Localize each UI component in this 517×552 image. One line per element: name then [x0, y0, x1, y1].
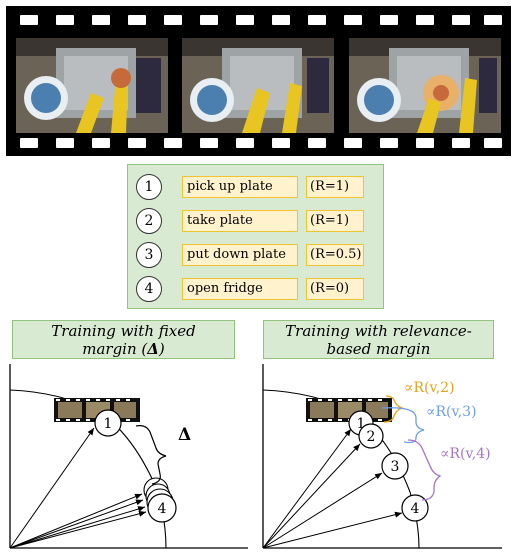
film-hole	[164, 15, 182, 25]
action-number: 2	[136, 208, 162, 234]
node-4-label: 4	[158, 501, 167, 517]
film-hole	[92, 15, 110, 25]
film-hole	[164, 138, 182, 148]
film-hole	[272, 138, 290, 148]
delta-label: Δ	[178, 425, 191, 445]
arrow-to-1	[9, 427, 95, 549]
arrow-to-2	[262, 443, 361, 549]
node-3-label: 3	[391, 459, 400, 475]
node-1-circle	[94, 409, 122, 437]
film-hole	[452, 138, 470, 148]
film-hole	[56, 15, 74, 25]
relevance-label: (R=1)	[306, 176, 364, 198]
film-hole	[20, 15, 38, 25]
video-frame-3	[349, 38, 501, 133]
right-embedding-diagram: 1 2 3 4 ∝R(v,2) ∝R(v,3) ∝R(v,4)	[262, 364, 502, 549]
right-title-line2: based margin	[326, 340, 431, 358]
relevance-label: (R=0.5)	[306, 244, 364, 266]
node-3-circle	[381, 452, 409, 480]
film-hole	[272, 15, 290, 25]
arrow-to-4c	[9, 506, 146, 549]
film-hole	[308, 15, 326, 25]
video-filmstrip	[6, 6, 511, 156]
film-hole	[344, 15, 362, 25]
node-2-circle	[358, 423, 384, 449]
arrow-to-1	[262, 428, 352, 549]
node-4-circle	[147, 493, 177, 523]
film-hole	[416, 15, 434, 25]
arrow-to-4d	[9, 510, 147, 549]
video-frame-2	[182, 38, 334, 133]
action-label: pick up plate	[182, 176, 298, 198]
legend-item-4: 4 open fridge (R=0)	[136, 276, 376, 302]
left-title-delta: Δ	[147, 340, 159, 358]
film-hole	[200, 15, 218, 25]
node-1-label: 1	[104, 416, 113, 432]
film-hole	[236, 138, 254, 148]
film-hole	[128, 138, 146, 148]
margin-2-label: ∝R(v,2)	[404, 380, 455, 396]
left-title-line1: Training with fixed	[51, 322, 196, 340]
node-4-label: 4	[411, 501, 420, 517]
arrow-to-4a	[9, 493, 143, 549]
action-label: take plate	[182, 210, 298, 232]
action-number: 3	[136, 242, 162, 268]
film-hole	[200, 138, 218, 148]
film-hole	[484, 15, 502, 25]
arrow-to-4	[262, 511, 403, 549]
film-hole	[92, 138, 110, 148]
margin-4-brace	[407, 439, 442, 501]
delta-brace	[135, 425, 167, 485]
node-2-label: 2	[367, 429, 376, 445]
action-legend: 1 pick up plate (R=1) 2 take plate (R=1)…	[127, 164, 384, 309]
film-hole	[308, 138, 326, 148]
video-clip-icon	[306, 398, 392, 422]
left-embedding-diagram: 1 4 Δ	[9, 364, 248, 549]
video-clip-icon	[54, 398, 140, 422]
right-panel-title: Training with relevance- based margin	[263, 320, 494, 359]
arrow-to-4b	[9, 499, 144, 549]
relevance-label: (R=0)	[306, 278, 364, 300]
left-title-line2: margin (	[82, 340, 148, 358]
film-hole	[452, 15, 470, 25]
film-hole	[236, 15, 254, 25]
film-hole	[56, 138, 74, 148]
film-hole	[380, 138, 398, 148]
legend-item-3: 3 put down plate (R=0.5)	[136, 242, 376, 268]
left-title-end: )	[158, 340, 165, 358]
action-label: put down plate	[182, 244, 298, 266]
legend-item-2: 2 take plate (R=1)	[136, 208, 376, 234]
node-4-circle	[401, 494, 429, 522]
margin-4-label: ∝R(v,4)	[440, 446, 491, 462]
action-number: 1	[136, 174, 162, 200]
action-number: 4	[136, 276, 162, 302]
film-hole	[128, 15, 146, 25]
node-1-label: 1	[357, 416, 366, 432]
film-hole	[484, 138, 502, 148]
right-title-line1: Training with relevance-	[285, 322, 472, 340]
film-hole	[344, 138, 362, 148]
legend-item-1: 1 pick up plate (R=1)	[136, 174, 376, 200]
film-hole	[20, 138, 38, 148]
relevance-label: (R=1)	[306, 210, 364, 232]
left-panel-title: Training with fixed margin (Δ)	[12, 320, 235, 359]
film-hole	[416, 138, 434, 148]
margin-3-label: ∝R(v,3)	[426, 404, 477, 420]
arrow-to-3	[262, 472, 383, 549]
film-hole	[380, 15, 398, 25]
action-label: open fridge	[182, 278, 298, 300]
video-frame-1	[16, 38, 168, 133]
